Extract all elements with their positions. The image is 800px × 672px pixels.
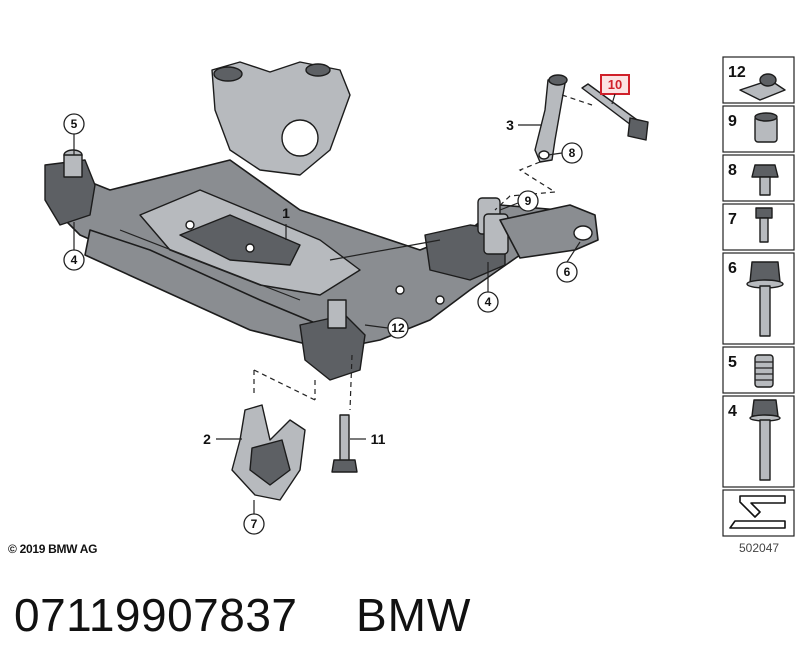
legend-item-12[interactable]: 12: [722, 56, 795, 104]
brand-name: BMW: [356, 589, 472, 641]
legend-arrow-box[interactable]: [722, 489, 795, 537]
svg-text:5: 5: [728, 354, 737, 371]
svg-text:2: 2: [203, 431, 211, 447]
callout-1[interactable]: 1: [282, 205, 290, 240]
callout-3[interactable]: 3: [506, 117, 542, 133]
svg-text:10: 10: [608, 77, 622, 92]
callout-12[interactable]: 12: [364, 317, 409, 339]
diagram-id: 502047: [739, 541, 780, 555]
part-number: 07119907837: [14, 589, 298, 641]
legend-item-5[interactable]: 5: [722, 346, 795, 394]
copyright-notice: © 2019 BMW AG: [8, 542, 98, 556]
callout-7[interactable]: 7: [243, 500, 265, 535]
callout-11[interactable]: 11: [350, 431, 386, 447]
svg-text:4: 4: [71, 253, 78, 267]
callout-10-highlighted[interactable]: 10: [600, 74, 630, 105]
svg-text:9: 9: [728, 113, 737, 130]
svg-text:6: 6: [564, 265, 571, 279]
arrow-icon: [729, 495, 786, 529]
callout-4-left[interactable]: 4: [63, 222, 85, 271]
legend-item-4[interactable]: 4: [722, 395, 795, 488]
bolt-10: [581, 83, 649, 141]
subframe-assembly: [44, 61, 599, 381]
svg-text:6: 6: [728, 260, 737, 277]
svg-text:11: 11: [371, 431, 386, 447]
callout-2[interactable]: 2: [203, 431, 242, 447]
legend-item-8[interactable]: 8: [722, 154, 795, 202]
svg-text:7: 7: [251, 517, 258, 531]
svg-text:12: 12: [391, 321, 405, 335]
bracket-part: [231, 404, 306, 501]
svg-text:8: 8: [728, 162, 737, 179]
bolt-11: [331, 414, 358, 473]
strut-3: [534, 74, 568, 163]
callout-6[interactable]: 6: [556, 241, 581, 283]
svg-text:4: 4: [728, 403, 737, 420]
svg-text:1: 1: [282, 205, 290, 221]
legend-column: 12 9 8 7 6: [722, 56, 795, 537]
svg-text:9: 9: [525, 194, 532, 208]
svg-text:8: 8: [569, 146, 576, 160]
callout-8[interactable]: 8: [547, 142, 583, 164]
callout-9[interactable]: 9: [499, 190, 539, 212]
svg-text:3: 3: [506, 117, 514, 133]
callout-4-right[interactable]: 4: [477, 262, 499, 313]
legend-item-9[interactable]: 9: [722, 105, 795, 153]
legend-item-6[interactable]: 6: [722, 252, 795, 345]
svg-text:7: 7: [728, 211, 737, 228]
callout-5-left[interactable]: 5: [63, 113, 85, 155]
svg-text:12: 12: [728, 64, 746, 81]
parts-diagram: 5 4 1 2 7 11 12 4 6 9: [44, 56, 795, 537]
legend-item-7[interactable]: 7: [722, 203, 795, 251]
svg-text:5: 5: [71, 117, 78, 131]
svg-text:4: 4: [485, 295, 492, 309]
